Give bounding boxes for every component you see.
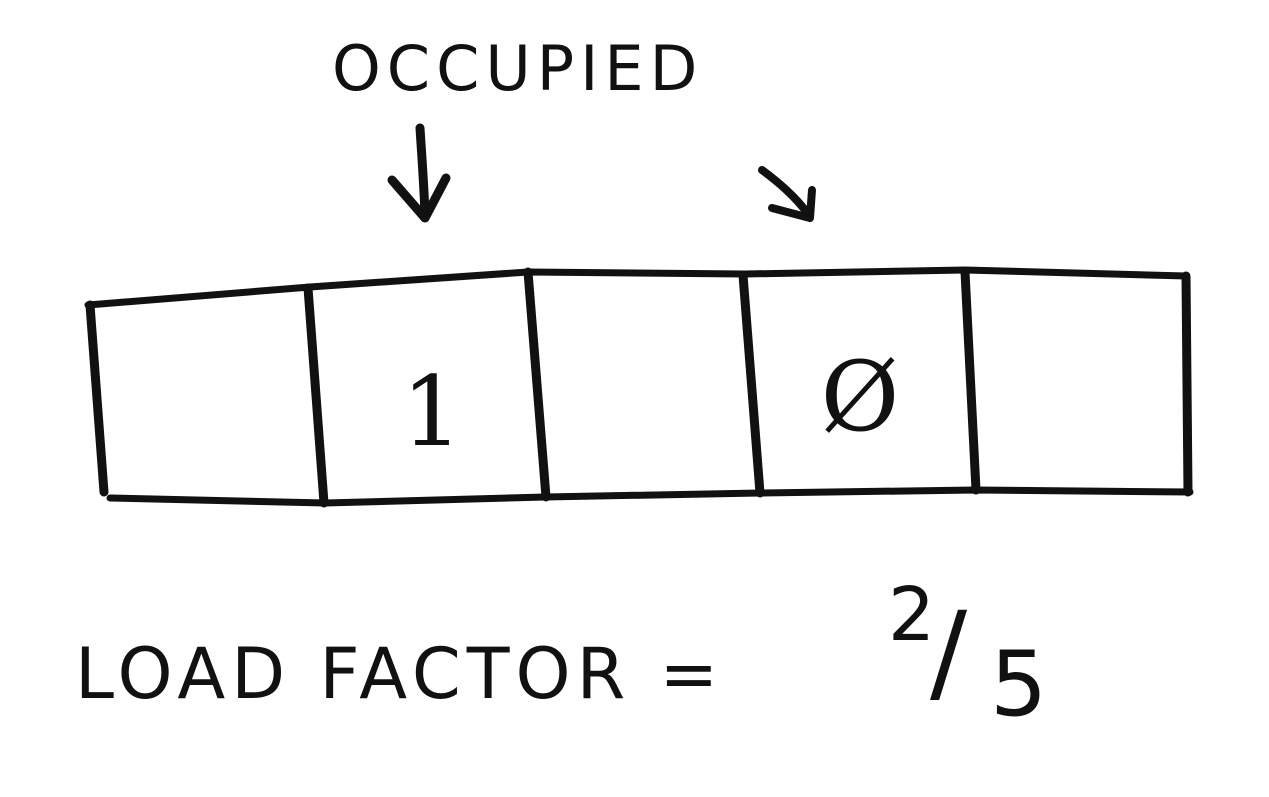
slot-1-value: 1	[401, 356, 462, 468]
load-factor-text: LOAD FACTOR =	[75, 633, 724, 715]
arrow-to-slot-1	[387, 123, 451, 223]
occupied-label: OCCUPIED	[332, 32, 703, 105]
slot-1: 1	[401, 356, 462, 468]
slot-3-value: Ø	[821, 341, 900, 453]
array	[84, 266, 1194, 508]
fraction-slash: /	[930, 588, 968, 716]
fraction-numerator: 2	[888, 572, 935, 658]
fraction-denominator: 5	[990, 632, 1047, 737]
slot-3: Ø	[821, 341, 900, 453]
arrow-to-slot-3	[758, 166, 816, 222]
